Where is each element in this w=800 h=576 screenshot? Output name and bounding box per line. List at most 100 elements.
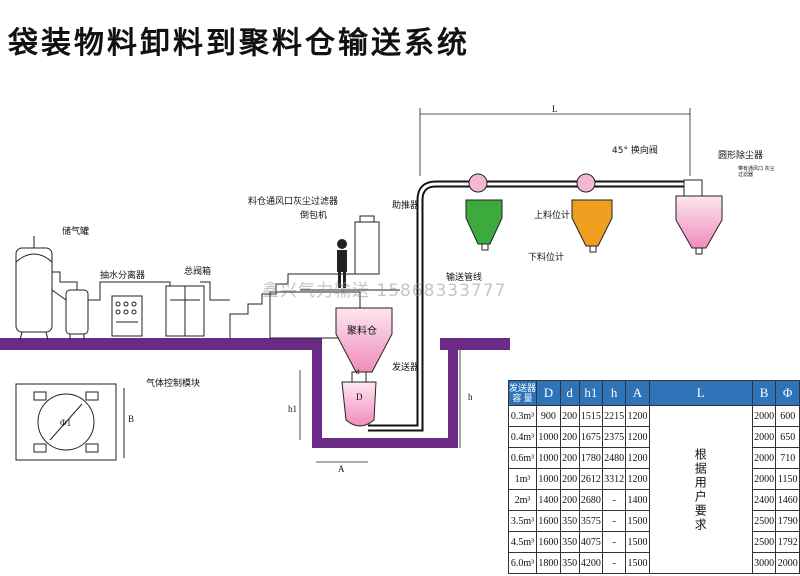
header-A: A — [625, 380, 650, 406]
label-bin: 聚料仓 — [347, 326, 377, 337]
cell-h: - — [602, 489, 627, 511]
platform — [229, 215, 400, 339]
cell-capacity: 0.3m³ — [507, 405, 538, 427]
table-row: 0.3m³ 900 200 1515 2215 1200 根据用户要求 2000… — [507, 405, 800, 574]
cell-D: 1400 — [536, 489, 561, 511]
cell-phi: 2000 — [775, 552, 800, 574]
label-bag-unloader: 倒包机 — [300, 211, 328, 221]
cell-phi: 1460 — [775, 489, 800, 511]
dim-A: A — [338, 464, 345, 474]
spec-table: 发送器 容 量 D d h1 h A L B Φ 0.3m³ 900 200 1… — [507, 380, 800, 574]
header-L: L — [648, 380, 753, 406]
cell-d: 200 — [559, 447, 580, 469]
table-row: 6.0m³ 1800 350 4200 - 1500 3000 2000 — [507, 552, 800, 574]
cell-L-note: 根据用户要求 — [648, 405, 753, 574]
header-B: B — [751, 380, 777, 406]
cell-d: 350 — [559, 552, 580, 574]
watermark: 鑫兴气力输送 15868333777 — [262, 281, 507, 301]
cell-A: 1200 — [625, 468, 650, 490]
diagram-title: 袋装物料卸料到聚料仓输送系统 — [8, 26, 470, 61]
receiver-green — [465, 173, 503, 251]
cell-A: 1500 — [625, 552, 650, 574]
cell-h: 3312 — [602, 468, 627, 490]
cell-capacity: 2m³ — [507, 489, 538, 511]
table-row: 2m³ 1400 200 2680 - 1400 2400 1460 — [507, 489, 800, 511]
cell-A: 1400 — [625, 489, 650, 511]
dim-h1: h1 — [288, 404, 297, 414]
cell-phi: 1150 — [775, 468, 800, 490]
cell-D: 1800 — [536, 552, 561, 574]
cell-h: 2375 — [602, 426, 627, 448]
sender-vessel — [341, 371, 377, 427]
dim-B: B — [128, 414, 135, 424]
cell-B: 2000 — [751, 468, 777, 490]
cell-B: 2000 — [751, 447, 777, 469]
cell-phi: 1792 — [775, 531, 800, 553]
cell-B: 2500 — [751, 531, 777, 553]
cell-B: 2400 — [751, 489, 777, 511]
cell-phi: 710 — [775, 447, 800, 469]
cell-phi: 650 — [775, 426, 800, 448]
gas-control-box — [111, 295, 143, 337]
label-water-separator: 抽水分离器 — [100, 271, 146, 281]
cell-h1: 1515 — [578, 405, 604, 427]
cell-h: - — [602, 510, 627, 532]
plan-view — [15, 383, 125, 461]
cell-d: 350 — [559, 531, 580, 553]
main-valve-cabinet — [165, 285, 205, 337]
header-capacity: 发送器 容 量 — [507, 380, 538, 406]
cell-A: 1500 — [625, 510, 650, 532]
cell-h1: 3575 — [578, 510, 604, 532]
table-row: 3.5m³ 1600 350 3575 - 1500 2500 1790 — [507, 510, 800, 532]
cell-capacity: 6.0m³ — [507, 552, 538, 574]
label-booster: 助推器 — [392, 201, 420, 211]
cell-D: 1600 — [536, 510, 561, 532]
cell-capacity: 0.6m³ — [507, 447, 538, 469]
cell-A: 1200 — [625, 426, 650, 448]
header-D: D — [536, 380, 561, 406]
cell-h: 2215 — [602, 405, 627, 427]
cell-B: 2000 — [751, 426, 777, 448]
table-row: 0.4m³ 1000 200 1675 2375 1200 2000 650 — [507, 426, 800, 448]
label-vent-filter: 料仓通风口灰尘过滤器 — [248, 197, 339, 207]
cell-A: 1200 — [625, 447, 650, 469]
cell-capacity: 3.5m³ — [507, 510, 538, 532]
cell-h: - — [602, 531, 627, 553]
cell-D: 1600 — [536, 531, 561, 553]
cell-D: 1000 — [536, 468, 561, 490]
label-tiny-note: 带有通风口 灰尘过滤器 — [738, 166, 775, 178]
cell-h: - — [602, 552, 627, 574]
dim-phi: Φ1 — [60, 418, 72, 428]
floor-band — [0, 338, 320, 350]
label-diverter: 45° 换向阀 — [612, 146, 658, 156]
cell-capacity: 4.5m³ — [507, 531, 538, 553]
header-h: h — [602, 380, 627, 406]
receiver-pink — [675, 179, 723, 255]
cell-d: 200 — [559, 426, 580, 448]
cell-h1: 1675 — [578, 426, 604, 448]
storage-bin — [335, 307, 393, 373]
air-line — [52, 271, 78, 290]
table-header-row: 发送器 容 量 D d h1 h A L B Φ — [507, 380, 800, 406]
label-sender: 发送器 — [392, 363, 420, 373]
dim-d: d — [356, 368, 360, 376]
cell-h1: 1780 — [578, 447, 604, 469]
label-pipe: 输送管线 — [446, 273, 483, 283]
header-d: d — [559, 380, 580, 406]
cell-phi: 600 — [775, 405, 800, 427]
cell-h1: 4200 — [578, 552, 604, 574]
dim-h: h — [468, 392, 473, 402]
dimension-h — [299, 350, 461, 463]
label-upper-level: 上料位计 — [534, 211, 571, 221]
label-lower-level: 下料位计 — [528, 253, 565, 263]
receiver-orange — [571, 173, 613, 253]
cell-D: 900 — [536, 405, 561, 427]
cell-capacity: 1m³ — [507, 468, 538, 490]
gas-tank — [15, 236, 53, 341]
label-gas-control: 气体控制模块 — [146, 379, 201, 389]
cell-d: 350 — [559, 510, 580, 532]
cell-h1: 2680 — [578, 489, 604, 511]
label-main-valve: 总阀箱 — [184, 267, 212, 277]
cell-D: 1000 — [536, 447, 561, 469]
